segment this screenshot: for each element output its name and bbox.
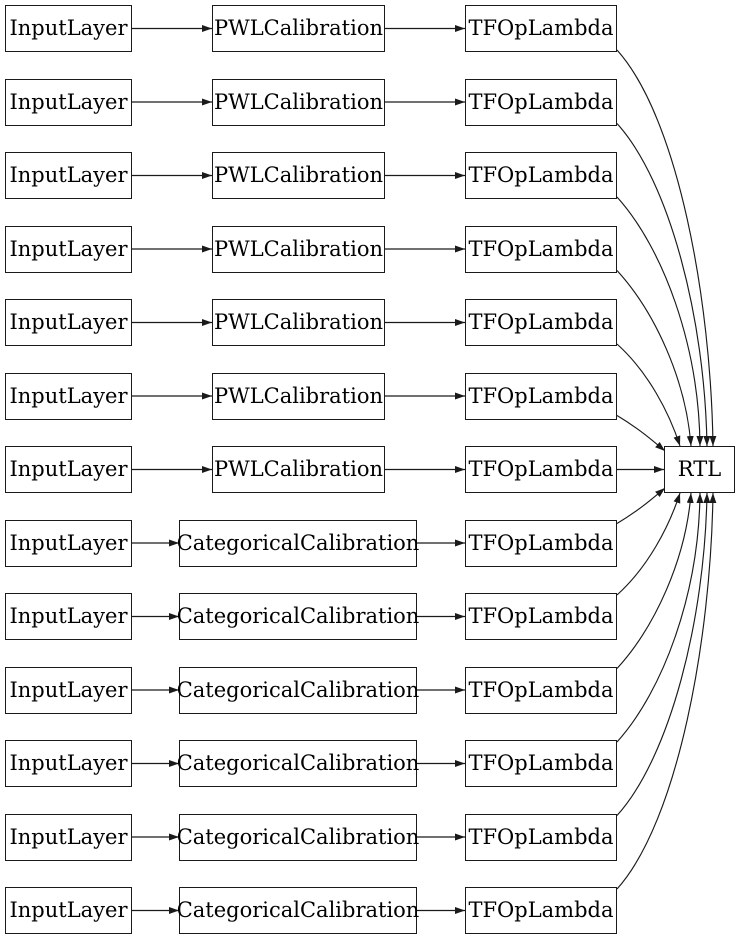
input-layer-node: InputLayer <box>5 225 132 273</box>
tf-op-lambda-node: TFOpLambda <box>465 225 617 273</box>
edge-lambda-to-rtl <box>616 415 666 452</box>
tf-op-lambda-node: TFOpLambda <box>465 299 617 346</box>
edge-lambda-to-rtl <box>616 492 717 890</box>
pwl-calibration-node: PWLCalibration <box>212 78 385 126</box>
tf-op-lambda-node: TFOpLambda <box>465 446 617 493</box>
input-layer-node: InputLayer <box>5 5 132 52</box>
pwl-calibration-node: PWLCalibration <box>212 372 385 420</box>
categorical-calibration-node: CategoricalCalibration <box>177 519 419 567</box>
input-layer-node: InputLayer <box>5 78 132 126</box>
tf-op-lambda-node: TFOpLambda <box>465 666 617 714</box>
input-layer-node: InputLayer <box>5 740 132 787</box>
input-layer-node: InputLayer <box>5 299 132 346</box>
tf-op-lambda-node: TFOpLambda <box>465 152 617 199</box>
edge-lambda-to-rtl <box>616 492 681 596</box>
pwl-calibration-node: PWLCalibration <box>212 299 385 346</box>
input-layer-node: InputLayer <box>5 372 132 420</box>
edge-lambda-to-rtl <box>616 270 694 447</box>
input-layer-node: InputLayer <box>5 152 132 199</box>
pwl-calibration-node: PWLCalibration <box>212 152 385 199</box>
categorical-calibration-node: CategoricalCalibration <box>177 593 419 640</box>
input-layer-node: InputLayer <box>5 593 132 640</box>
input-layer-node: InputLayer <box>5 887 132 934</box>
input-layer-node: InputLayer <box>5 813 132 861</box>
pwl-calibration-node: PWLCalibration <box>212 225 385 273</box>
edge-lambda-to-rtl <box>616 49 717 447</box>
tf-op-lambda-node: TFOpLambda <box>465 593 617 640</box>
edge-lambda-to-rtl <box>616 492 704 743</box>
tf-op-lambda-node: TFOpLambda <box>465 887 617 934</box>
tf-op-lambda-node: TFOpLambda <box>465 813 617 861</box>
edge-lambda-to-rtl <box>616 343 681 447</box>
edge-lambda-to-rtl <box>616 123 711 447</box>
tf-op-lambda-node: TFOpLambda <box>465 519 617 567</box>
rtl-node: RTL <box>664 446 735 493</box>
tf-op-lambda-node: TFOpLambda <box>465 78 617 126</box>
categorical-calibration-node: CategoricalCalibration <box>177 887 419 934</box>
categorical-calibration-node: CategoricalCalibration <box>177 666 419 714</box>
categorical-calibration-node: CategoricalCalibration <box>177 813 419 861</box>
pwl-calibration-node: PWLCalibration <box>212 446 385 493</box>
categorical-calibration-node: CategoricalCalibration <box>177 740 419 787</box>
edge-lambda-to-rtl <box>616 492 711 816</box>
input-layer-node: InputLayer <box>5 446 132 493</box>
pwl-calibration-node: PWLCalibration <box>212 5 385 52</box>
edge-lambda-to-rtl <box>616 487 666 524</box>
tf-op-lambda-node: TFOpLambda <box>465 372 617 420</box>
input-layer-node: InputLayer <box>5 666 132 714</box>
edge-lambda-to-rtl <box>616 196 704 447</box>
tf-op-lambda-node: TFOpLambda <box>465 5 617 52</box>
edge-lambda-to-rtl <box>616 492 694 669</box>
input-layer-node: InputLayer <box>5 519 132 567</box>
tf-op-lambda-node: TFOpLambda <box>465 740 617 787</box>
